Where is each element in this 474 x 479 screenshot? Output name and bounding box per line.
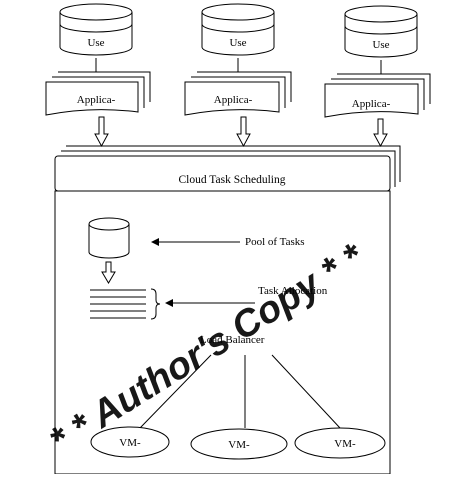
user-database-3: Use	[344, 5, 418, 58]
user-label-1: Use	[87, 37, 104, 49]
application-label-2: Applica-	[214, 94, 253, 106]
user-database-2: Use	[201, 3, 275, 56]
allocation-label: Task Allocation	[258, 285, 328, 297]
down-arrow-2	[236, 116, 251, 148]
task-list-brace	[150, 288, 161, 320]
watermark: * * Author's Copy * *	[43, 235, 373, 463]
user-label-3: Use	[372, 39, 389, 51]
balancer-link-3	[271, 354, 341, 429]
task-pool-database	[88, 217, 130, 259]
application-stack-2: Applica-	[184, 71, 292, 116]
vm-label-3: VM-	[334, 438, 356, 450]
balancer-link-1	[139, 354, 212, 429]
user-database-1: Use	[59, 3, 133, 56]
watermark-text: * * Author's Copy * *	[43, 235, 373, 463]
vm-node-3: VM-	[294, 427, 386, 459]
task-list	[90, 289, 146, 319]
down-arrow-1	[94, 116, 109, 148]
application-stack-1: Applica-	[45, 71, 151, 116]
vm-node-2: VM-	[190, 428, 288, 460]
load-balancer-label: Load Balancer	[200, 334, 265, 346]
user-label-2: Use	[229, 37, 246, 49]
scheduler-title: Cloud Task Scheduling	[179, 174, 286, 186]
application-label-1: Applica-	[77, 94, 116, 106]
down-arrow-3	[373, 118, 388, 148]
vm-label-2: VM-	[228, 439, 250, 451]
scheduler-header: Cloud Task Scheduling	[54, 145, 401, 192]
vm-node-1: VM-	[90, 426, 170, 458]
application-stack-3: Applica-	[324, 73, 431, 118]
application-label-3: Applica-	[352, 98, 391, 110]
pool-label: Pool of Tasks	[245, 236, 305, 248]
pool-to-list-arrow	[101, 261, 116, 284]
vm-label-1: VM-	[119, 437, 141, 449]
